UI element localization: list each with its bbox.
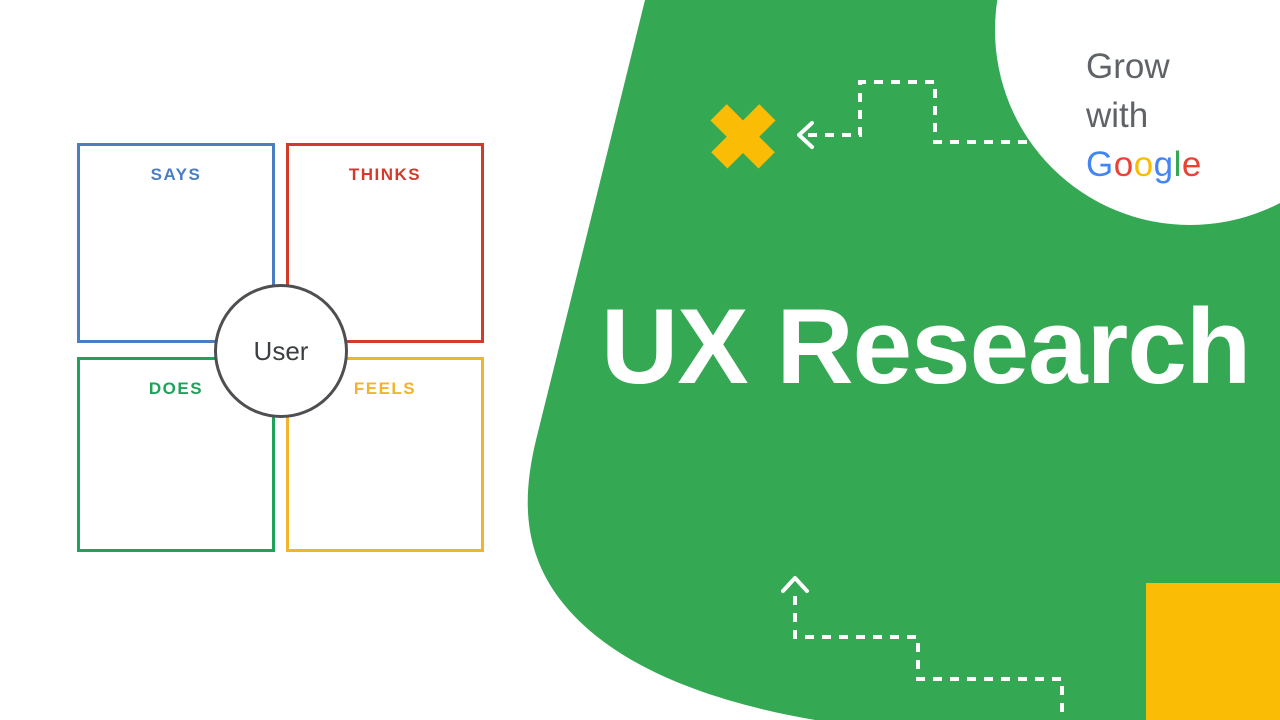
arrow-left-icon — [797, 121, 814, 149]
corner-square-accent — [1146, 583, 1280, 720]
google-logo-letter: o — [1113, 145, 1134, 184]
arrow-up-icon — [781, 576, 809, 593]
quadrant-does-label: DOES — [148, 379, 204, 398]
google-logo-letter: o — [1133, 145, 1154, 184]
quadrant-does: DOES — [77, 357, 275, 552]
dashed-path-top — [808, 80, 1032, 144]
google-logo-letter: G — [1086, 145, 1114, 184]
logo-line-grow: Grow — [1086, 47, 1170, 86]
user-circle: User — [214, 284, 348, 418]
quadrant-feels-label: FEELS — [353, 379, 417, 398]
google-logo-letter: g — [1153, 145, 1174, 184]
user-circle-label: User — [253, 335, 309, 366]
logo-circle — [995, 0, 1280, 225]
google-logo-text: Google — [1086, 140, 1202, 189]
google-logo-letter: e — [1181, 145, 1202, 184]
page-title: UX Research — [601, 286, 1251, 406]
logo-line-with: with — [1086, 96, 1149, 135]
google-logo-letter: l — [1173, 145, 1182, 184]
dashed-path-bottom — [793, 596, 1064, 720]
grow-with-google-logo: Grow with Google — [1086, 42, 1202, 189]
quadrant-thinks-label: THINKS — [348, 165, 422, 184]
quadrant-says-label: SAYS — [150, 165, 202, 184]
